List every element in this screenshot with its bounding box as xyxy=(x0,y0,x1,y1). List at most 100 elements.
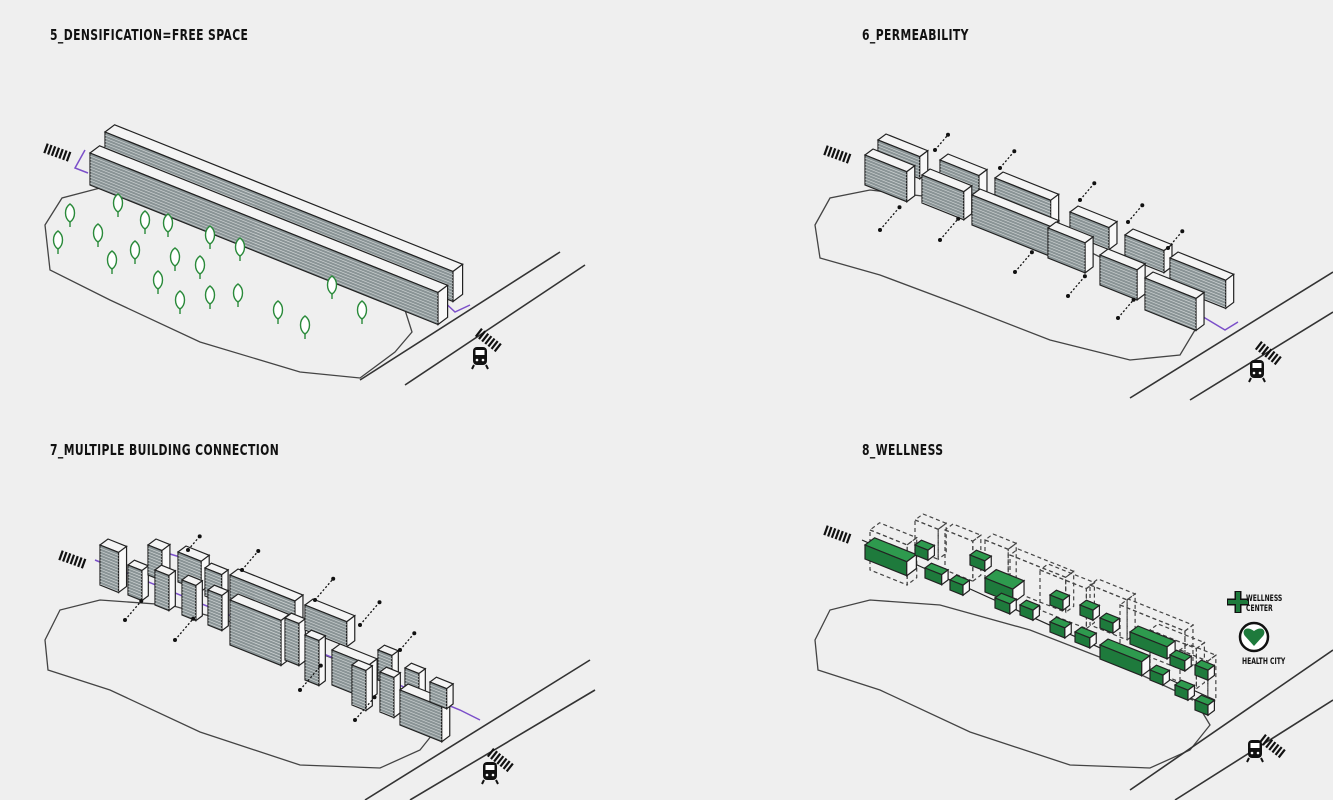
road-edge xyxy=(1129,271,1333,399)
double-arrow-icon xyxy=(173,616,196,642)
arrow-head xyxy=(240,568,244,572)
facade-stripe xyxy=(377,658,393,665)
train-light xyxy=(475,358,479,362)
wellness-volume xyxy=(1073,626,1098,650)
building-end-wall xyxy=(1062,594,1070,612)
building-end-wall xyxy=(1084,235,1094,275)
facade-stripe xyxy=(399,722,442,741)
facade-stripe xyxy=(304,652,320,659)
building-end-wall xyxy=(221,589,229,632)
facade-stripe xyxy=(147,550,163,557)
arrow-shaft xyxy=(299,665,322,691)
facade-stripe xyxy=(99,577,119,586)
arrow-head xyxy=(1012,149,1017,154)
facade-stripe xyxy=(99,556,119,565)
facade-stripe xyxy=(399,707,442,726)
road-edge xyxy=(1129,649,1333,791)
building-end-wall xyxy=(1108,220,1118,251)
building-block xyxy=(863,148,916,203)
rail-sleeper xyxy=(830,148,837,159)
building-end-wall xyxy=(927,544,935,562)
facade-stripe xyxy=(181,609,197,616)
arrow-head xyxy=(946,132,950,137)
arrow-shaft xyxy=(1014,251,1033,273)
rail-sleeper xyxy=(487,337,496,348)
facade-stripe xyxy=(304,661,320,668)
facade-stripe xyxy=(379,692,395,699)
facade-stripe xyxy=(207,622,223,629)
panel-title-building-connection: 7_MULTIPLE BUILDING CONNECTION xyxy=(50,441,280,459)
arrow-head xyxy=(256,549,261,553)
legend-wellness-center: WELLNESS CENTER xyxy=(1246,594,1283,614)
double-arrow-icon xyxy=(240,549,261,572)
facade-stripe xyxy=(971,197,1051,230)
building-block xyxy=(283,612,307,667)
rail-sleeper xyxy=(823,525,829,536)
rail-sleeper xyxy=(845,153,852,164)
arrow-head xyxy=(173,638,177,642)
building-roof xyxy=(913,513,948,530)
facade-stripe xyxy=(229,626,282,648)
building-end-wall xyxy=(1207,664,1215,682)
building-roof xyxy=(1178,643,1218,662)
facade-stripe xyxy=(1144,280,1197,302)
tree-crown xyxy=(204,285,216,305)
building-end-wall xyxy=(168,569,176,612)
arrow-head xyxy=(878,228,882,232)
arrow-head xyxy=(1140,203,1145,208)
facade-stripe xyxy=(284,644,300,651)
facade-stripe xyxy=(994,192,1051,216)
arrow-shaft xyxy=(354,696,375,721)
double-arrow-icon xyxy=(878,205,902,232)
train-light xyxy=(1252,371,1256,375)
facade-stripe xyxy=(177,569,202,580)
arrow-head xyxy=(1126,220,1130,224)
facade-stripe xyxy=(1047,236,1086,253)
building-roof xyxy=(1008,548,1075,579)
arrow-shaft xyxy=(1117,299,1135,319)
facade-stripe xyxy=(1124,243,1165,260)
facade-stripe xyxy=(404,676,420,683)
facade-stripe xyxy=(207,607,223,614)
facade-stripe xyxy=(147,556,163,563)
facade-stripe xyxy=(154,599,170,606)
facade-stripe xyxy=(89,179,439,320)
train-body xyxy=(473,347,487,365)
rail-sleeper xyxy=(65,553,72,564)
panel-title-wellness: 8_WELLNESS xyxy=(862,441,944,459)
facade-stripe xyxy=(154,572,170,579)
facade-stripe xyxy=(1047,245,1086,262)
tree-crown xyxy=(152,270,164,290)
facade-stripe xyxy=(229,632,282,654)
facade-stripe xyxy=(921,183,964,202)
facade-stripe xyxy=(104,140,454,281)
facade-stripe xyxy=(99,550,119,559)
facade-stripe xyxy=(127,582,143,589)
facade-stripe xyxy=(921,177,964,196)
facade-stripe xyxy=(399,695,442,714)
facade-stripe xyxy=(379,698,395,705)
facade-stripe xyxy=(177,554,202,565)
facade-stripe xyxy=(377,652,393,659)
rail-sleeper xyxy=(499,757,508,768)
facade-stripe xyxy=(229,617,282,639)
building-end-wall xyxy=(298,617,306,667)
facade-stripe xyxy=(1047,239,1086,256)
building-end-wall xyxy=(1112,617,1120,635)
arrow-head xyxy=(1078,198,1082,202)
road-edge xyxy=(1189,311,1333,401)
building-block xyxy=(206,584,230,632)
arrow-head xyxy=(1013,270,1017,274)
facade-stripe xyxy=(379,689,395,696)
arrow-head xyxy=(1082,274,1087,279)
rail-sleeper xyxy=(842,152,848,163)
facade-stripe xyxy=(351,703,367,710)
facade-stripe xyxy=(127,576,143,583)
rail-sleeper xyxy=(834,149,841,160)
building-block xyxy=(1046,221,1095,275)
rail-sleeper xyxy=(1254,341,1263,351)
facade-stripe xyxy=(1099,269,1138,286)
building-end-wall xyxy=(346,614,356,648)
tree-crown xyxy=(174,290,186,310)
arrow-shaft xyxy=(359,601,380,626)
